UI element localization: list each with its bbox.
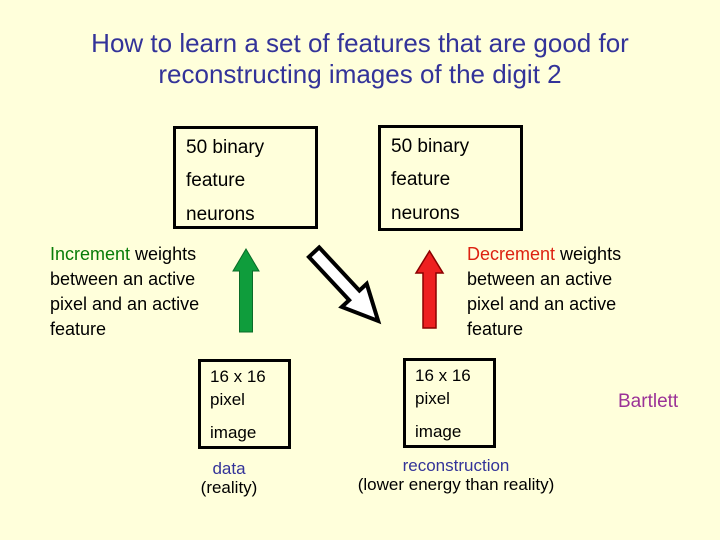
pixel-image-box-left: 16 x 16 pixel image	[198, 359, 291, 449]
increment-note: Increment weights between an active pixe…	[50, 242, 230, 342]
increment-note-line2: between an active	[50, 269, 196, 289]
pixel-box-right-line1: 16 x 16	[415, 366, 471, 385]
data-caption-subtitle: (reality)	[200, 478, 258, 497]
data-caption: data (reality)	[179, 459, 279, 497]
slide-title-line1: How to learn a set of features that are …	[91, 28, 629, 58]
increment-note-line3: pixel and an active	[50, 294, 200, 314]
increment-note-line1: Increment weights	[50, 242, 230, 267]
data-caption-title: data	[212, 459, 246, 478]
decrement-note-line4: feature	[467, 319, 524, 339]
feature-box-left-line1: 50 binary	[186, 137, 265, 158]
increment-note-line4: feature	[50, 319, 107, 339]
feature-box-left-line2: feature	[186, 170, 246, 191]
pixel-box-left-line2: pixel	[210, 390, 245, 409]
reconstruction-caption-subtitle: (lower energy than reality)	[357, 475, 555, 494]
increment-word: Increment	[50, 244, 131, 264]
feature-box-right-line3: neurons	[391, 203, 460, 224]
feature-neurons-box-left: 50 binary feature neurons	[173, 126, 318, 229]
decrement-line1-rest: weights	[555, 244, 622, 264]
pixel-box-left-line3: image	[210, 423, 257, 442]
reconstruction-arrow-icon	[306, 244, 382, 325]
increment-line1-rest: weights	[130, 244, 197, 264]
pixel-box-right-line2: pixel	[415, 389, 450, 408]
pixel-box-left-line1: 16 x 16	[210, 367, 266, 386]
decrement-note-line1: Decrement weights	[467, 242, 652, 267]
slide-title-line2: reconstructing images of the digit 2	[158, 59, 562, 89]
slide-title: How to learn a set of features that are …	[0, 28, 720, 90]
feature-neurons-box-right: 50 binary feature neurons	[378, 125, 523, 231]
reconstruction-caption: reconstruction (lower energy than realit…	[328, 456, 584, 494]
increment-arrow-icon	[232, 248, 260, 333]
decrement-note-line3: pixel and an active	[467, 294, 617, 314]
decrement-arrow-icon	[414, 249, 445, 329]
pixel-image-box-right: 16 x 16 pixel image	[403, 358, 496, 448]
feature-box-left-line3: neurons	[186, 204, 255, 225]
feature-box-right-line2: feature	[391, 169, 451, 190]
feature-box-right-line1: 50 binary	[391, 136, 470, 157]
decrement-note: Decrement weights between an active pixe…	[467, 242, 652, 342]
decrement-word: Decrement	[467, 244, 556, 264]
decrement-note-line2: between an active	[467, 269, 613, 289]
reconstruction-caption-title: reconstruction	[402, 456, 510, 475]
credit-label: Bartlett	[618, 391, 679, 412]
pixel-box-right-line3: image	[415, 422, 462, 441]
